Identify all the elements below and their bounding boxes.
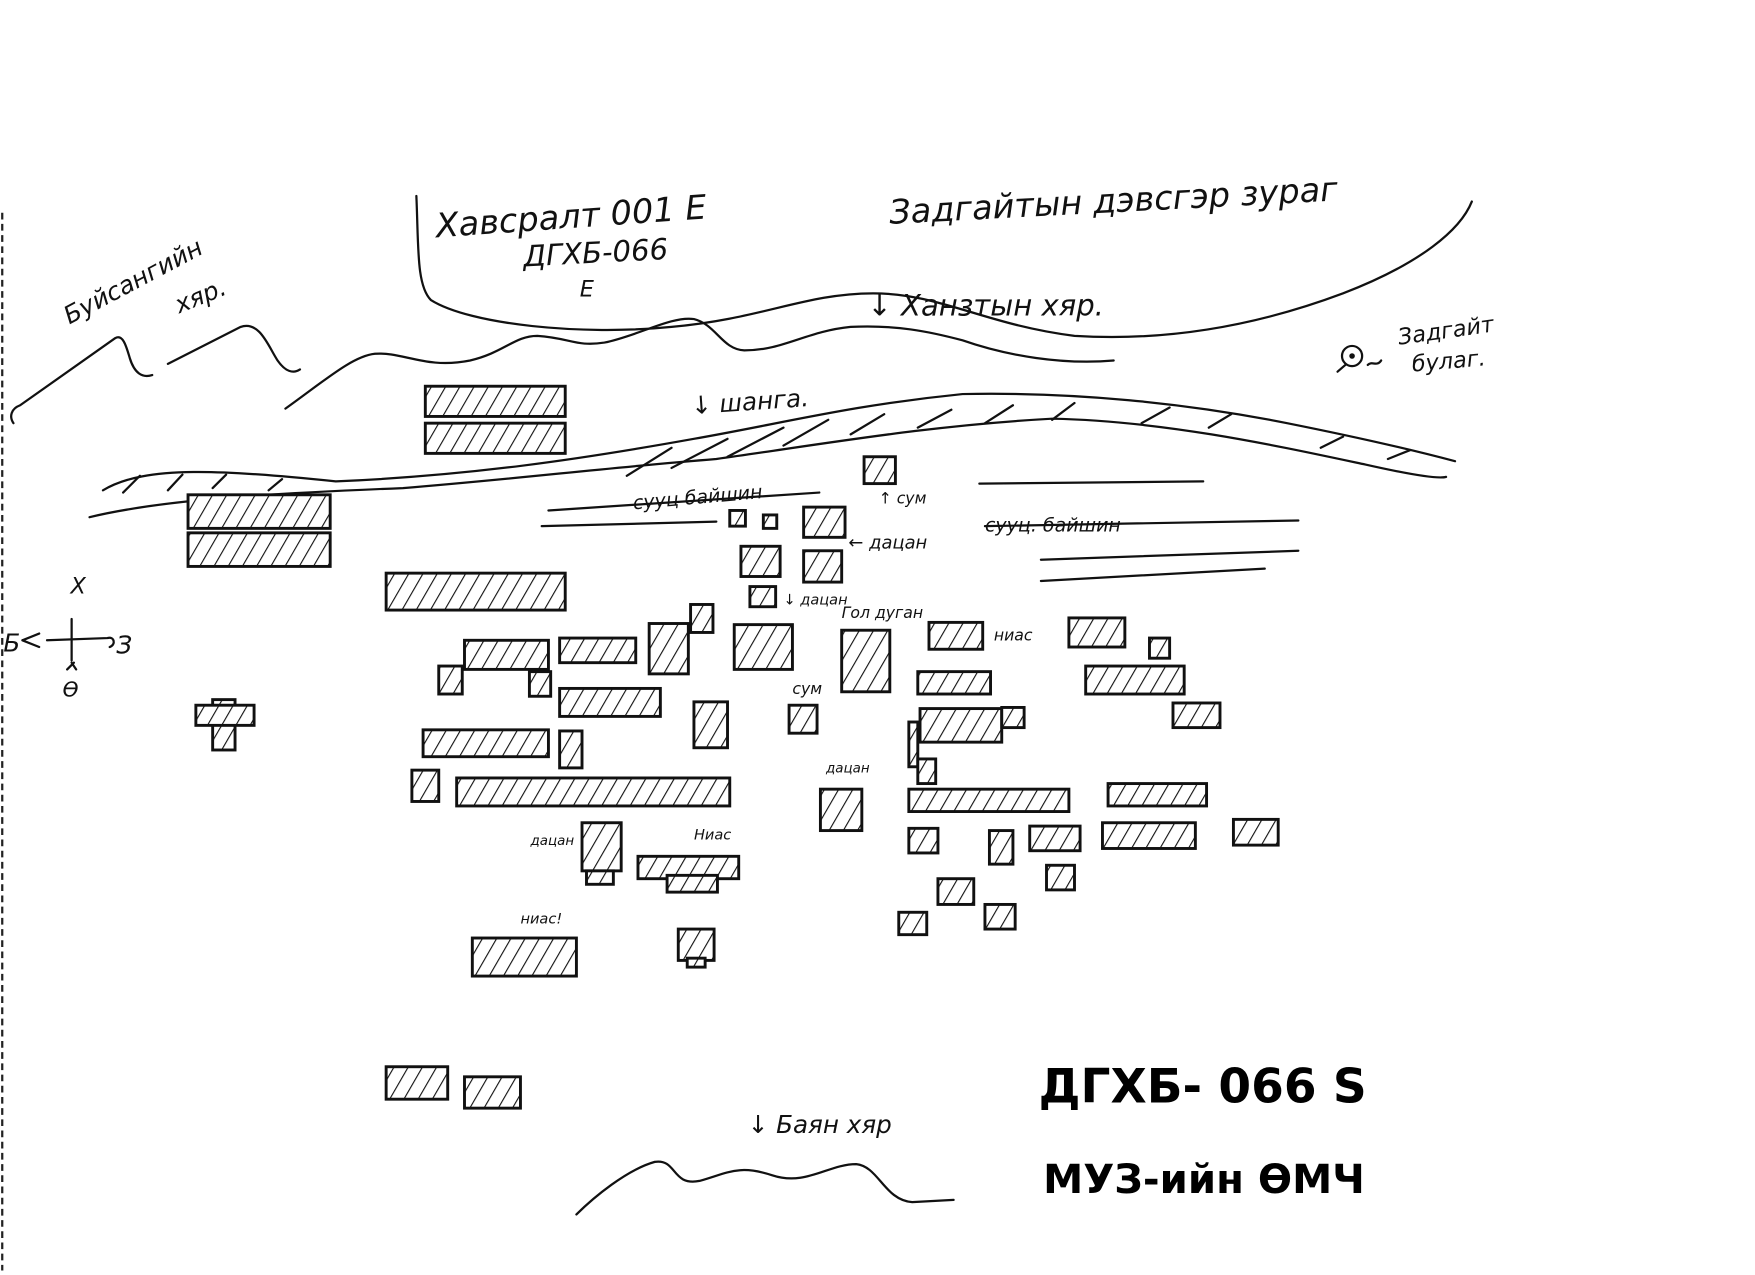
building-footprint xyxy=(818,787,864,833)
house-area-lines xyxy=(540,480,1300,583)
ridge-line-2 xyxy=(166,324,302,373)
building-footprint xyxy=(685,956,707,969)
river-bank-south xyxy=(88,417,1448,519)
building-footprint xyxy=(907,826,940,855)
building-footprint xyxy=(423,384,567,418)
building-footprint xyxy=(676,927,716,962)
compass-east-label: З xyxy=(116,631,132,660)
building-footprint xyxy=(384,1065,450,1101)
building-footprint xyxy=(987,829,1015,866)
building-footprint xyxy=(1084,664,1186,696)
building-footprint xyxy=(916,670,993,696)
compass-cross-icon xyxy=(21,617,115,671)
building-footprint xyxy=(194,703,256,727)
building-footprint xyxy=(463,638,550,671)
compass-south-label: Ө xyxy=(63,677,79,701)
title-letter: E xyxy=(580,277,595,303)
buildings-layer xyxy=(186,384,1280,1110)
compass-north-label: Х xyxy=(70,573,87,599)
building-footprint xyxy=(1028,824,1082,853)
building-footprint xyxy=(936,877,976,906)
building-footprint xyxy=(840,628,892,694)
compass-west-label: Б xyxy=(3,628,20,657)
label-nias-2: Ниас xyxy=(694,827,731,844)
building-footprint xyxy=(455,776,732,808)
building-footprint xyxy=(384,571,567,612)
ridge-line-khanz xyxy=(284,317,1115,410)
building-footprint xyxy=(862,455,897,486)
label-datsan-2: ↓ дацан xyxy=(783,591,847,608)
building-footprint xyxy=(748,585,778,609)
label-spring-2: булаг. xyxy=(1411,345,1487,377)
building-footprint xyxy=(761,513,779,530)
stamp-site-code: ДГХБ- 066 S xyxy=(1039,1060,1367,1115)
building-footprint xyxy=(665,873,719,894)
stamp-owner: МУЗ-ийн ӨМЧ xyxy=(1043,1156,1365,1203)
ridge-line-buisan xyxy=(10,336,154,425)
river-bank-north xyxy=(101,392,1457,492)
building-footprint xyxy=(907,720,920,769)
label-datsan-3: дацан xyxy=(825,761,870,776)
building-footprint xyxy=(1148,636,1172,660)
building-footprint xyxy=(728,509,747,528)
site-code: ДГХБ-066 xyxy=(520,232,668,274)
building-footprint xyxy=(423,421,567,455)
building-footprint xyxy=(802,549,844,584)
building-footprint xyxy=(1171,701,1222,730)
building-footprint xyxy=(1045,863,1076,892)
label-nias-3: ниас! xyxy=(520,910,562,927)
building-footprint xyxy=(1067,616,1127,649)
label-buisan-ridge-2: хяр. xyxy=(170,272,231,319)
building-footprint xyxy=(983,902,1017,931)
building-footprint xyxy=(585,869,615,886)
building-footprint xyxy=(470,936,578,978)
label-sum-top: ↑ сум xyxy=(879,489,927,508)
building-footprint xyxy=(558,729,584,770)
label-datsan-1: ← дацан xyxy=(848,533,927,554)
building-footprint xyxy=(692,700,729,750)
label-river: ↓ шанга. xyxy=(690,383,810,420)
building-footprint xyxy=(1106,782,1209,808)
label-sum-mid: сум xyxy=(792,679,822,698)
spring-circle-icon xyxy=(1336,344,1383,373)
ridge-line-bayan xyxy=(575,1160,955,1216)
building-footprint xyxy=(787,703,819,735)
building-footprint xyxy=(1231,817,1280,847)
building-footprint xyxy=(527,670,553,698)
label-khanz-ridge: ↓ Ханзтын хяр. xyxy=(867,289,1104,323)
building-footprint xyxy=(558,686,662,718)
building-footprint xyxy=(437,664,464,696)
building-footprint xyxy=(907,787,1071,813)
building-footprint xyxy=(647,622,690,676)
map-heading: Задгайтын дэвсгэр зураг xyxy=(888,169,1339,231)
building-footprint xyxy=(897,910,929,937)
building-footprint xyxy=(916,757,938,786)
building-footprint xyxy=(186,493,332,530)
river-hatching xyxy=(121,401,1412,494)
label-main-temple: Гол дуган xyxy=(842,603,923,622)
building-footprint xyxy=(739,544,782,578)
building-footprint xyxy=(689,603,715,634)
building-footprint xyxy=(463,1075,522,1110)
building-footprint xyxy=(558,636,638,665)
valley-outline xyxy=(415,194,1473,339)
building-footprint xyxy=(1000,705,1026,730)
label-bayan-ridge: ↓ Баян хяр xyxy=(748,1110,892,1139)
label-nias-1: ниас xyxy=(994,625,1033,644)
building-footprint xyxy=(732,623,794,671)
building-footprint xyxy=(918,707,1004,744)
building-footprint xyxy=(580,821,623,873)
building-footprint xyxy=(927,620,985,651)
building-footprint xyxy=(802,505,847,539)
building-footprint xyxy=(421,728,550,759)
label-datsan-4: дацан xyxy=(530,834,575,849)
label-houses-right: сууц. байшин xyxy=(985,515,1121,537)
building-footprint xyxy=(410,768,441,803)
building-footprint xyxy=(1101,821,1197,850)
building-footprint xyxy=(186,531,332,568)
